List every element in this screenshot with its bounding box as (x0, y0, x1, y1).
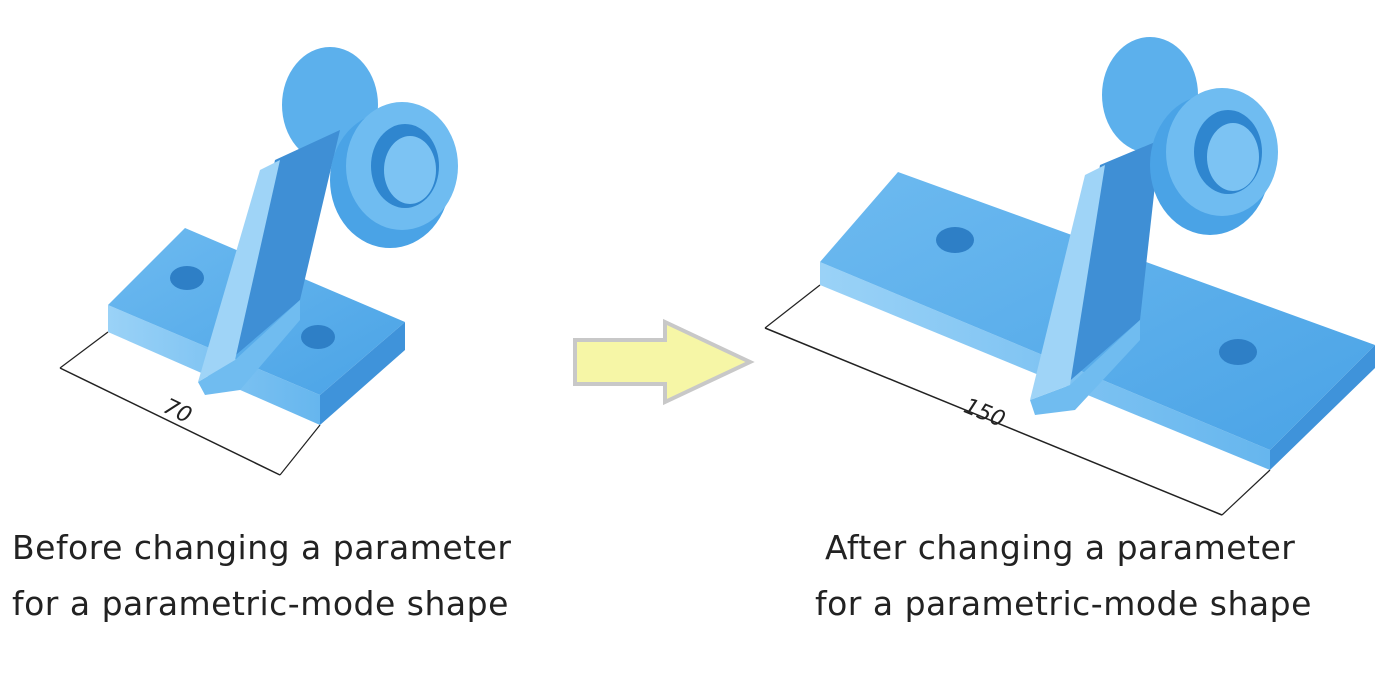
after-part (820, 37, 1375, 470)
before-dimension-label: 70 (159, 394, 195, 429)
before-part (108, 47, 458, 425)
after-caption-line2: for a parametric-mode shape (815, 584, 1312, 623)
after-dimension: 150 (764, 284, 1271, 516)
after-caption: After changing a parameter for a paramet… (815, 520, 1312, 632)
after-dimension-label: 150 (960, 394, 1008, 433)
arrow-icon (573, 318, 755, 406)
before-caption-line2: for a parametric-mode shape (12, 584, 509, 623)
before-caption-line1: Before changing a parameter (12, 528, 512, 567)
before-caption: Before changing a parameter for a parame… (12, 520, 511, 632)
after-caption-line1: After changing a parameter (825, 528, 1296, 567)
